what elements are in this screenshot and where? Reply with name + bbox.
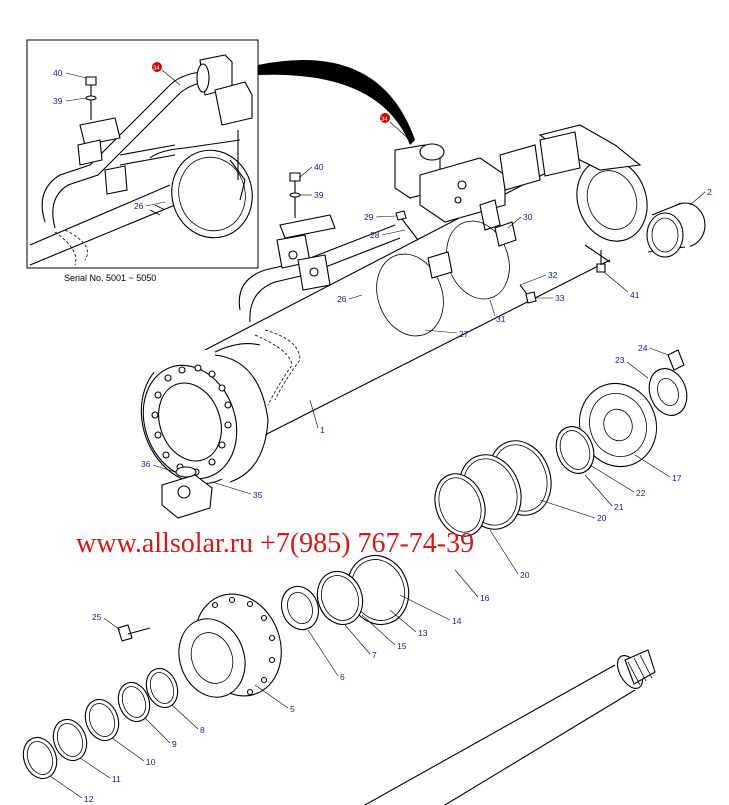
part-labels: 40 39 29 28 30 2 41 32 33 26 31 27 1 24 … (49, 162, 712, 804)
label-36: 36 (141, 459, 151, 469)
inset-label-39: 39 (53, 96, 63, 106)
rod-gland (117, 593, 282, 698)
detail-arrow (258, 60, 415, 145)
inset-detail: 40 39 34 26 Serial No. 5001 ~ 5050 (26, 39, 259, 283)
label-25: 25 (92, 612, 102, 622)
label-21: 21 (614, 502, 624, 512)
callout-34 (380, 113, 390, 123)
label-8: 8 (200, 725, 205, 735)
label-9: 9 (172, 739, 177, 749)
inset-callout-34 (152, 62, 162, 72)
label-16: 16 (480, 593, 490, 603)
watermark: www.allsolar.ru +7(985) 767-74-39 (76, 528, 474, 559)
label-35: 35 (253, 490, 263, 500)
label-1: 1 (320, 425, 325, 435)
inset-caption: Serial No. 5001 ~ 5050 (64, 273, 156, 283)
label-31: 31 (496, 314, 506, 324)
label-28: 28 (370, 230, 380, 240)
label-24: 24 (638, 343, 648, 353)
label-20-lower: 20 (520, 570, 530, 580)
rod-seal-set (280, 554, 410, 631)
gland-seal-rings (22, 667, 179, 780)
piston-rod (364, 649, 656, 805)
label-27: 27 (459, 329, 469, 339)
inset-label-40: 40 (53, 68, 63, 78)
label-13: 13 (418, 628, 428, 638)
label-17: 17 (672, 473, 682, 483)
label-32: 32 (548, 270, 558, 280)
label-12: 12 (84, 794, 94, 804)
label-39: 39 (314, 190, 324, 200)
label-33: 33 (555, 293, 565, 303)
label-22: 22 (636, 488, 646, 498)
svg-text:34: 34 (153, 66, 160, 72)
label-11: 11 (112, 774, 121, 784)
label-5: 5 (290, 704, 295, 714)
label-40: 40 (314, 162, 324, 172)
label-2: 2 (707, 187, 712, 197)
label-7: 7 (372, 650, 377, 660)
inset-label-26: 26 (134, 201, 144, 211)
label-23: 23 (615, 355, 625, 365)
svg-text:34: 34 (381, 117, 388, 123)
piston-seal-set (434, 349, 688, 537)
label-14: 14 (452, 616, 462, 626)
label-10: 10 (146, 757, 156, 767)
label-20-upper: 20 (597, 513, 607, 523)
label-29: 29 (364, 212, 374, 222)
label-30: 30 (523, 212, 533, 222)
label-6: 6 (340, 672, 345, 682)
label-41: 41 (630, 290, 640, 300)
flange-bolt-holes (151, 364, 232, 476)
label-26: 26 (337, 294, 347, 304)
cylinder-assembly (140, 124, 706, 519)
label-15: 15 (397, 641, 407, 651)
